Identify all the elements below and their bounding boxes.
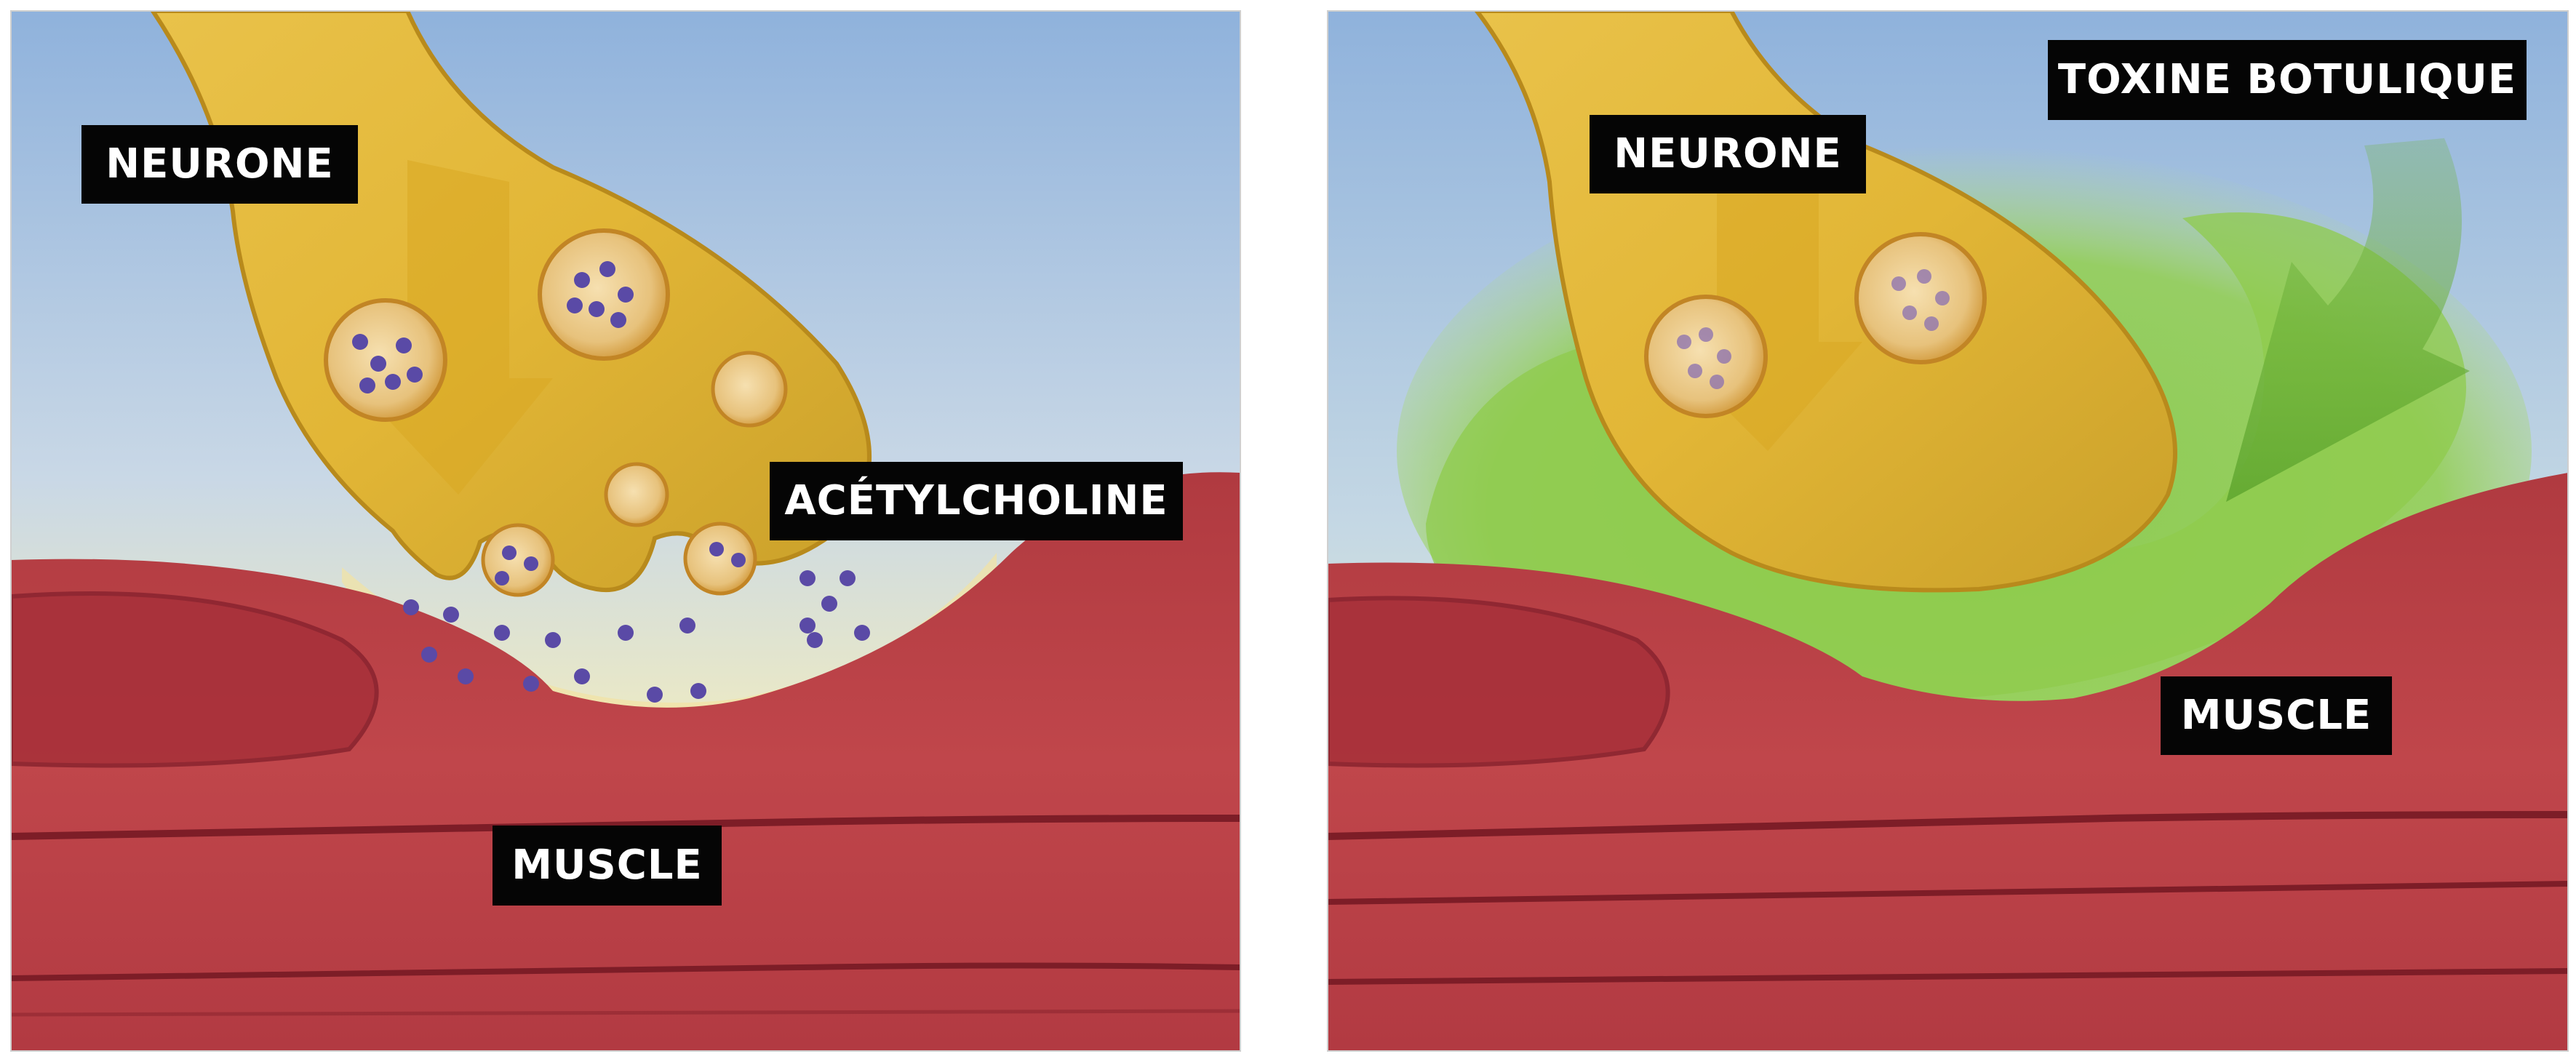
muscle-label: MUSCLE xyxy=(2161,676,2392,755)
toxin-label: TOXINE BOTULIQUE xyxy=(2048,40,2527,120)
neuron-label: NEURONE xyxy=(81,125,358,204)
toxin-panel xyxy=(1328,11,2568,1051)
muscle-label: MUSCLE xyxy=(493,826,722,906)
acetylcholine-label: ACÉTYLCHOLINE xyxy=(770,462,1183,540)
neuron-label: NEURONE xyxy=(1590,115,1866,193)
